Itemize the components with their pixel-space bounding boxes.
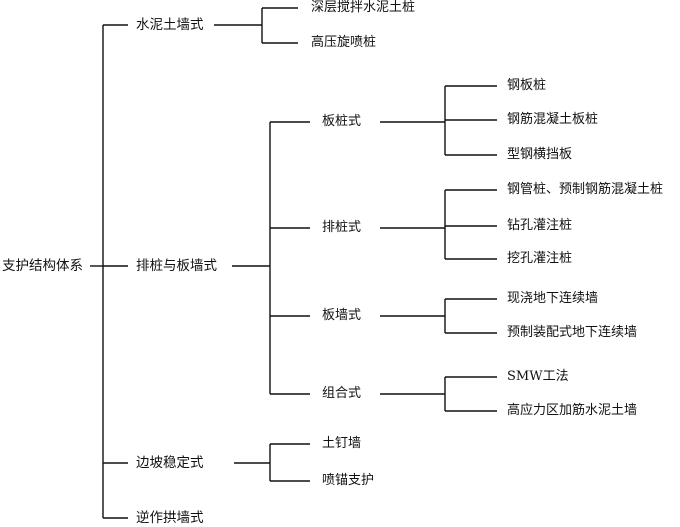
leaf-steel-lagging: 型钢横挡板 — [507, 146, 573, 164]
node-slope-stable: 边坡稳定式 — [136, 454, 204, 472]
leaf-precast-diaphragm-wall: 预制装配式地下连续墙 — [507, 324, 638, 342]
node-slab-wall: 板墙式 — [322, 307, 362, 325]
node-reverse-arch-wall: 逆作拱墙式 — [136, 509, 204, 527]
leaf-soil-nail-wall: 土钉墙 — [322, 435, 362, 453]
leaf-jet-grouting-pile: 高压旋喷桩 — [311, 34, 377, 52]
node-sheet-pile: 板桩式 — [322, 113, 362, 131]
leaf-shotcrete-anchor: 喷锚支护 — [322, 472, 375, 490]
node-row-pile: 排桩式 — [322, 219, 362, 237]
node-combined: 组合式 — [322, 385, 362, 403]
leaf-dug-pile: 挖孔灌注桩 — [507, 250, 573, 268]
leaf-rc-sheet-pile: 钢筋混凝土板桩 — [507, 111, 599, 129]
leaf-smw-method: SMW工法 — [507, 368, 569, 386]
leaf-reinforced-cement-soil-wall: 高应力区加筋水泥土墙 — [507, 402, 638, 420]
node-cement-soil-wall: 水泥土墙式 — [136, 16, 204, 34]
leaf-bored-pile: 钻孔灌注桩 — [507, 217, 573, 235]
leaf-cast-in-place-diaphragm-wall: 现浇地下连续墙 — [507, 290, 599, 308]
root-node: 支护结构体系 — [2, 257, 83, 275]
node-pile-and-wall: 排桩与板墙式 — [136, 257, 217, 275]
leaf-steel-tube-precast-pile: 钢管桩、预制钢筋混凝土桩 — [507, 181, 664, 199]
leaf-deep-mixing-pile: 深层搅拌水泥土桩 — [311, 0, 416, 17]
leaf-steel-sheet-pile: 钢板桩 — [507, 77, 547, 95]
